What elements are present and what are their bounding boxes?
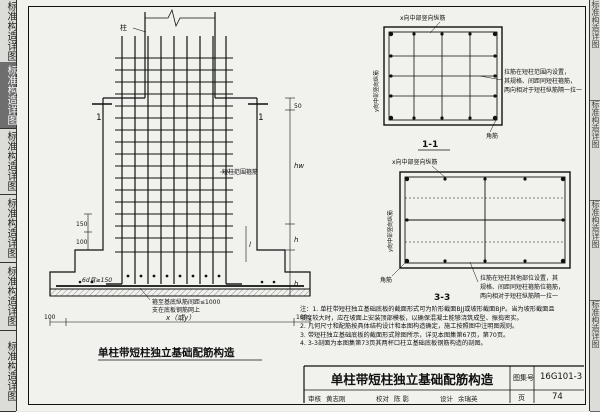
dim-top-50: 50 bbox=[294, 103, 302, 110]
right-tab-2[interactable]: 标准构造详图 bbox=[590, 100, 600, 201]
tab-2-active[interactable]: 标准构造详图 bbox=[0, 62, 16, 129]
annot-spacing-2: 支在底板钢筋网上 bbox=[152, 306, 200, 314]
design-name: 余瑞英 bbox=[458, 395, 478, 403]
dim-hw: hw bbox=[294, 162, 304, 170]
tab-4[interactable]: 标准构造详图 bbox=[0, 194, 16, 263]
tie-dots bbox=[78, 274, 276, 284]
left-tab-strip: 标准构造详图 标准构造详图 标准构造详图 标准构造详图 标准构造详图 标准构造详… bbox=[0, 0, 17, 412]
sec3-note-3: 两向相对于短柱纵筋隔一拉一 bbox=[480, 292, 558, 300]
sec1-note-3: 两向相对于短柱纵筋隔一拉一 bbox=[504, 86, 582, 94]
design-label: 设计 bbox=[440, 395, 453, 403]
check-name: 陈 影 bbox=[394, 395, 410, 403]
sec1-title: 1-1 bbox=[422, 140, 438, 150]
dim-left-100: 100 bbox=[76, 239, 88, 246]
annot-spacing: 箍至基底纵筋间距≤1000 bbox=[152, 298, 220, 306]
sec3-note-1: 拉筋在短柱其他部位设置，其 bbox=[480, 274, 558, 282]
dim-bottom-100-right: 100 bbox=[296, 314, 308, 321]
right-tab-strip: 标准构造详图 标准构造详图 标准构造详图 标准构造详图 bbox=[589, 0, 600, 412]
sec1-corner-label: 角筋 bbox=[486, 132, 498, 140]
elevation-view bbox=[49, 8, 311, 297]
section-mark-1-right-label: 1 bbox=[258, 113, 264, 123]
note-line: 2. 几何尺寸和配筋按具体结构设计和本图构造确定，施工按照图中注明图规则。 bbox=[300, 323, 519, 331]
check-label: 校对 bbox=[376, 395, 389, 403]
atlas-no-value: 16G101-3 bbox=[540, 372, 583, 382]
tab-3[interactable]: 标准构造详图 bbox=[0, 128, 16, 195]
sec1-note-1: 拉筋在短柱范围内设置， bbox=[504, 68, 570, 76]
sec3-label-x-bars: x向中部竖向纵筋 bbox=[392, 158, 438, 166]
section-1-1 bbox=[383, 26, 503, 126]
title-block-title: 单柱带短柱独立基础配筋构造 bbox=[330, 372, 494, 387]
note-line: 注：1. 单柱带短柱独立基础底板的截面形式可为阶形截面BJJ或坡形截面BJP。当… bbox=[300, 306, 555, 313]
sec1-label-y-bars: y向中部竖向纵筋 bbox=[372, 70, 380, 112]
drawing-frame bbox=[28, 6, 586, 405]
right-tab-3[interactable]: 标准构造详图 bbox=[590, 200, 600, 301]
section-mark-1-left-label: 1 bbox=[96, 113, 102, 123]
section-1-1-bars bbox=[388, 31, 498, 121]
column-stirrups bbox=[115, 57, 233, 253]
title-block-lines bbox=[303, 365, 584, 403]
sec1-note-2: 其规格、间距同短柱箍筋， bbox=[504, 77, 576, 85]
note-line: 4. 3-3剖面为本图集第73页其两杯口柱立基础底板钢筋构造的剖图。 bbox=[300, 340, 487, 348]
page-label: 页 bbox=[518, 394, 525, 402]
sec3-label-y-bars: y向中部竖向纵筋 bbox=[386, 210, 394, 252]
sec1-label-x-bars: x向中部竖向纵筋 bbox=[400, 14, 446, 22]
dim-l: l bbox=[249, 241, 251, 249]
column-vertical-bars bbox=[121, 36, 227, 284]
sec3-corner-label: 角筋 bbox=[380, 276, 392, 284]
dim-left-150: 150 bbox=[76, 221, 88, 228]
general-notes: 注：1. 单柱带短柱独立基础底板的截面形式可为阶形截面BJJ或坡形截面BJP。当… bbox=[300, 306, 580, 349]
right-tab-1[interactable]: 标准构造详图 bbox=[590, 0, 600, 101]
section-3-3-bars bbox=[404, 176, 566, 264]
right-dimension-chain bbox=[285, 97, 295, 297]
dim-6d: 6d且≥150 bbox=[82, 277, 112, 284]
section-3-3 bbox=[399, 171, 571, 269]
column-label: 柱 bbox=[120, 23, 127, 32]
review-label: 审核 bbox=[308, 395, 321, 403]
atlas-no-label: 图集号 bbox=[513, 374, 534, 382]
dim-h-bottom: h bbox=[294, 280, 298, 288]
review-name: 黄志刚 bbox=[326, 395, 346, 403]
page-no-value: 74 bbox=[552, 392, 563, 402]
elevation-caption: 单柱带短柱独立基础配筋构造 bbox=[98, 346, 235, 359]
sec3-title: 3-3 bbox=[434, 293, 450, 303]
dim-h-lower: h bbox=[294, 236, 298, 244]
note-line: 坡度较大时，应在坡面上安装顶部模板，以确保混凝土能够浇筑成型、振捣密实。 bbox=[300, 314, 523, 322]
annot-short-column-stirrups: 短柱范围箍筋 bbox=[222, 168, 258, 176]
sec3-note-2: 规格、间距同短柱箍筋位箍筋， bbox=[480, 283, 564, 291]
note-line: 3. 带短柱独立基础底板的截面形式除图所示，详见本图集第67页，第70页。 bbox=[300, 331, 510, 339]
dim-bottom-x: x（或y） bbox=[165, 314, 195, 322]
dim-bottom-100-left: 100 bbox=[44, 314, 56, 321]
tab-5[interactable]: 标准构造详图 bbox=[0, 262, 16, 331]
